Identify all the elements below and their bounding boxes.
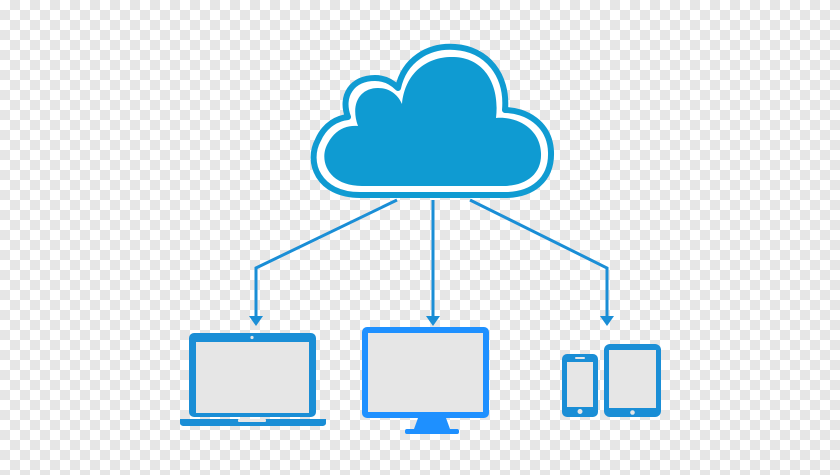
arrowhead-mobile bbox=[600, 316, 614, 326]
connector-to-laptop bbox=[254, 198, 398, 318]
arrowheads bbox=[249, 316, 614, 326]
cloud-icon bbox=[310, 43, 555, 198]
arrowhead-desktop bbox=[426, 316, 440, 326]
arrowhead-laptop bbox=[249, 316, 263, 326]
smartphone-icon bbox=[562, 354, 598, 417]
connector-lines bbox=[254, 198, 609, 318]
laptop-icon bbox=[180, 333, 326, 426]
desktop-monitor-icon bbox=[362, 327, 489, 434]
connector-to-mobile bbox=[469, 198, 609, 318]
tablet-icon bbox=[604, 344, 661, 417]
